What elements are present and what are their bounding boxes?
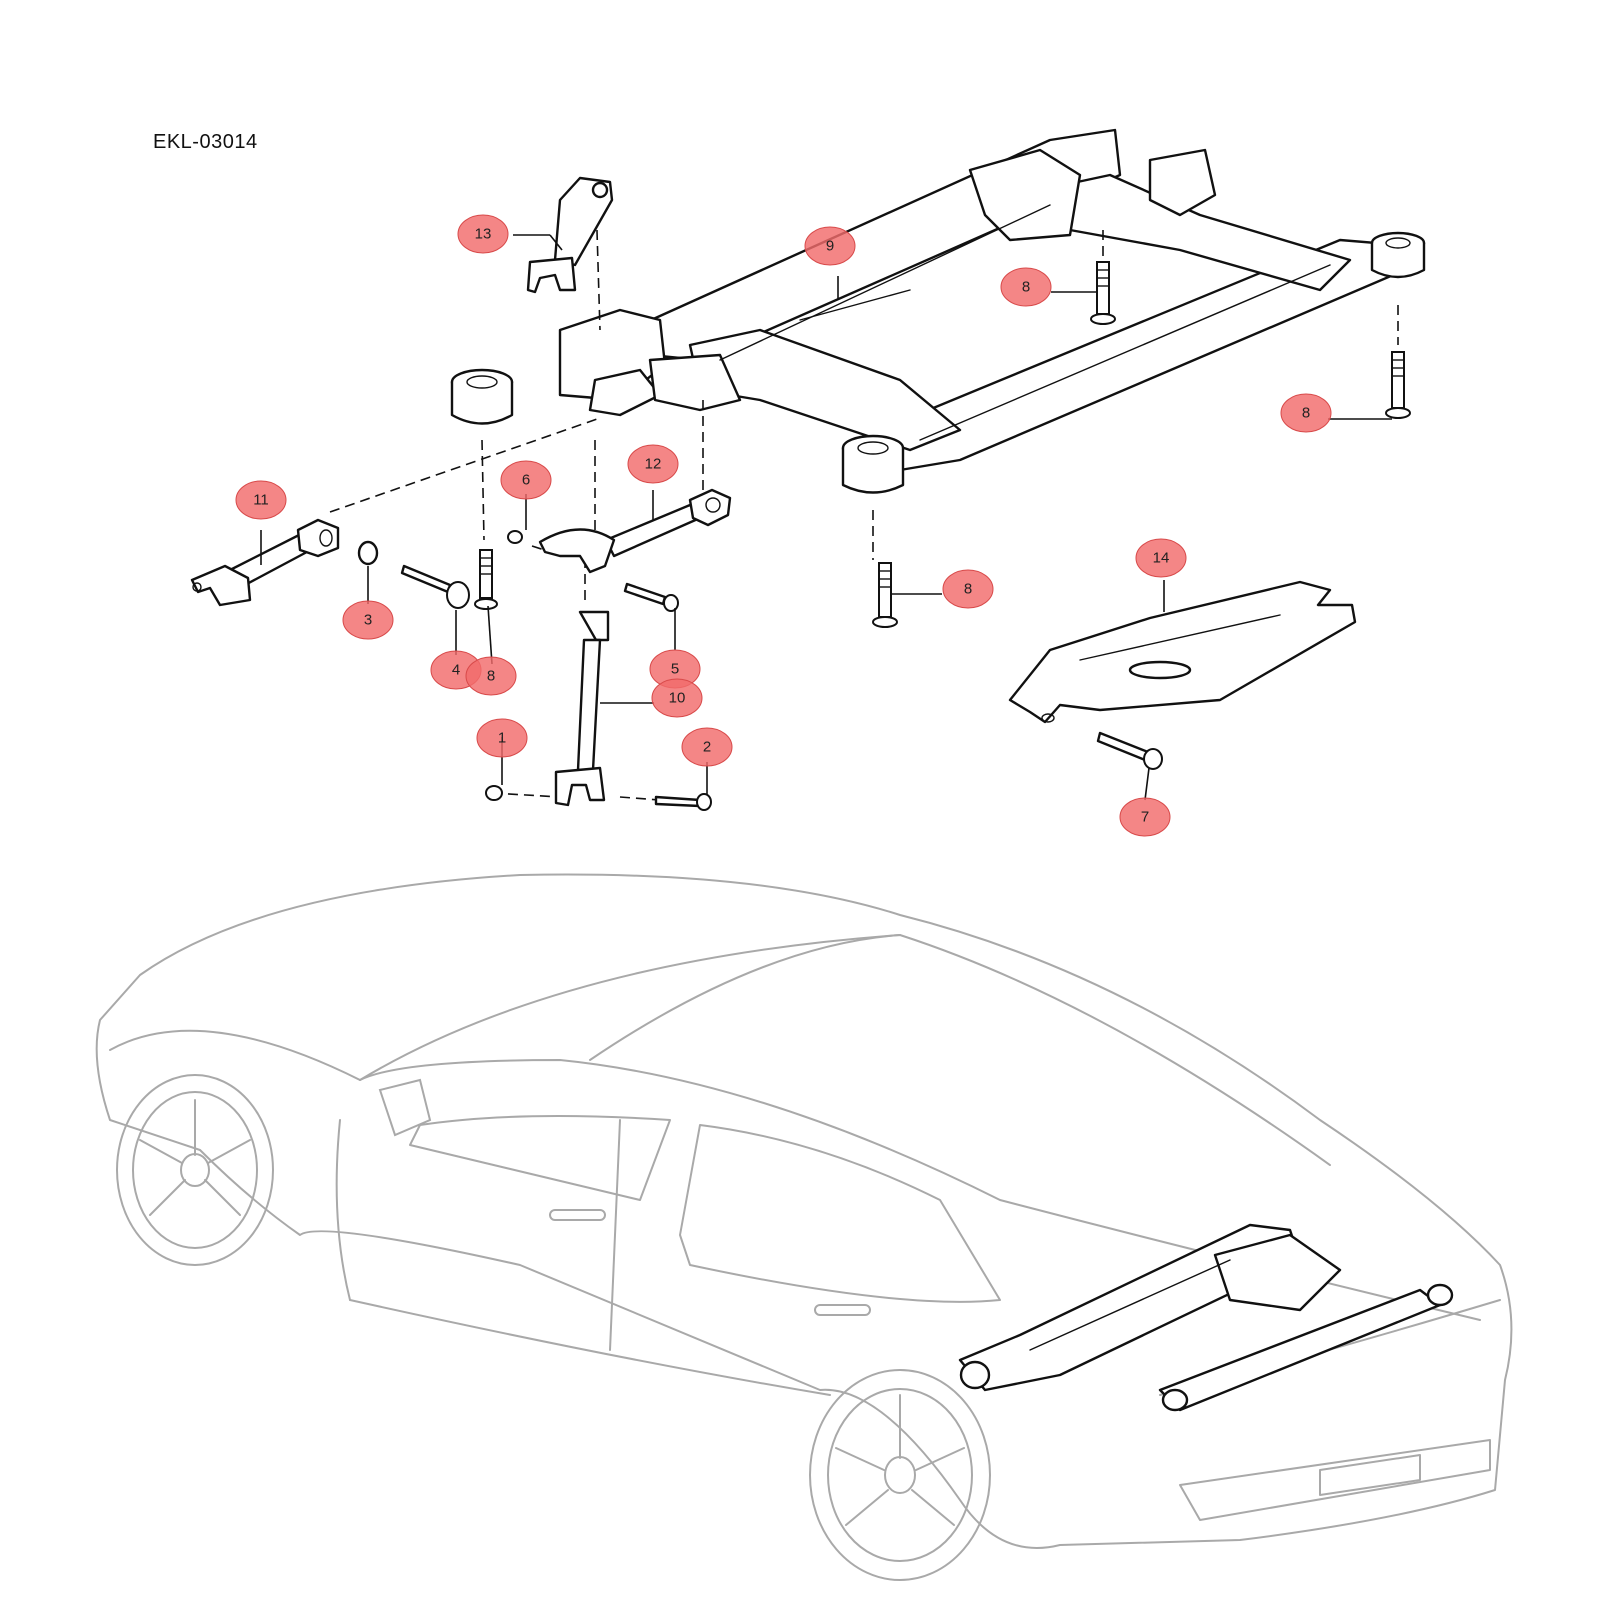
upper-link-part-13: [526, 176, 614, 294]
rear-wheel-outline: [809, 1369, 991, 1581]
washer-part-3: [357, 540, 379, 566]
callout-12-number: 12: [645, 456, 662, 473]
callout-11: 11: [235, 480, 287, 520]
callout-leaders: [260, 234, 1392, 801]
bushing-front-left: [450, 368, 514, 425]
callout-3-number: 3: [364, 612, 372, 629]
toe-link-part-12: [538, 488, 732, 574]
callout-9: 9: [804, 226, 856, 266]
callout-8a-number: 8: [1022, 279, 1030, 296]
callout-13-number: 13: [475, 226, 492, 243]
bolt-part-7: [1096, 731, 1163, 770]
callout-8b-number: 8: [1302, 405, 1310, 422]
lower-control-arm-part-14: [1008, 580, 1357, 724]
callout-2-number: 2: [703, 739, 711, 756]
nut-part-6: [507, 530, 523, 544]
callout-8c-number: 8: [964, 581, 972, 598]
callout-6: 6: [500, 460, 552, 500]
callout-8-rear-left: 8: [1000, 267, 1052, 307]
lateral-link-part-11: [190, 518, 340, 607]
callout-13: 13: [457, 214, 509, 254]
callout-10-number: 10: [669, 690, 686, 707]
bolt-part-8-rear-right: [1385, 351, 1411, 419]
bolt-part-8-front-right: [872, 562, 898, 628]
callout-3: 3: [342, 600, 394, 640]
front-wheel-outline: [116, 1074, 274, 1266]
bushing-front-right: [841, 434, 905, 494]
callout-8-rear-right: 8: [1280, 393, 1332, 433]
bolt-part-5: [623, 582, 679, 612]
callout-7: 7: [1119, 797, 1171, 837]
callout-7-number: 7: [1141, 809, 1149, 826]
callout-6-number: 6: [522, 472, 530, 489]
bolt-part-2: [654, 793, 712, 811]
bolt-part-4: [400, 564, 470, 609]
callout-12: 12: [627, 444, 679, 484]
callout-2: 2: [681, 727, 733, 767]
callout-4-number: 4: [452, 662, 460, 679]
vehicle-locator-outline: [95, 873, 1513, 1581]
bolt-part-8-front-left: [474, 549, 498, 610]
figure-id-label: EKL-03014: [153, 131, 258, 153]
vehicle-subframe-highlight: [958, 1223, 1454, 1412]
callout-14-number: 14: [1153, 550, 1170, 567]
rear-subframe-part: [450, 128, 1426, 494]
callout-1-number: 1: [498, 730, 506, 747]
bushing-rear-right: [1370, 231, 1426, 279]
callout-8d-number: 8: [487, 668, 495, 685]
bolt-part-8-rear-left: [1090, 261, 1116, 325]
trailing-link-part-10: [554, 610, 610, 807]
callout-8-front-right: 8: [942, 569, 994, 609]
callout-14: 14: [1135, 538, 1187, 578]
nut-part-1: [485, 785, 503, 801]
callout-1: 1: [476, 718, 528, 758]
callout-11-number: 11: [253, 492, 269, 509]
callout-10: 10: [651, 678, 703, 718]
callout-8-front-left: 8: [465, 656, 517, 696]
callout-5-number: 5: [671, 661, 679, 678]
callout-9-number: 9: [826, 238, 834, 255]
